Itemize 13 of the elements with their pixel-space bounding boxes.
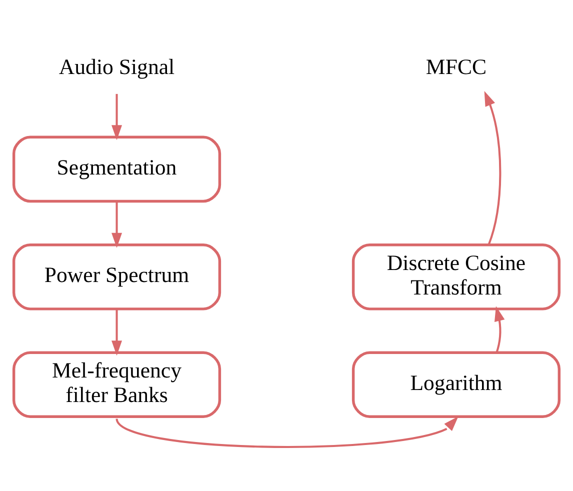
- arrow: [494, 306, 505, 352]
- arrow: [484, 90, 502, 244]
- arrow: [112, 308, 122, 356]
- node-text: MFCC: [426, 54, 487, 79]
- node-text: Audio Signal: [58, 54, 175, 79]
- arrow: [112, 93, 122, 140]
- node-box: Logarithm: [352, 350, 561, 418]
- node-box: Power Spectrum: [12, 243, 222, 310]
- arrow: [112, 200, 122, 248]
- node-box: Discrete Cosine Transform: [352, 243, 561, 310]
- arrow: [116, 416, 458, 448]
- node-box: Segmentation: [12, 135, 222, 202]
- node-box: Mel-frequency filter Banks: [12, 350, 222, 418]
